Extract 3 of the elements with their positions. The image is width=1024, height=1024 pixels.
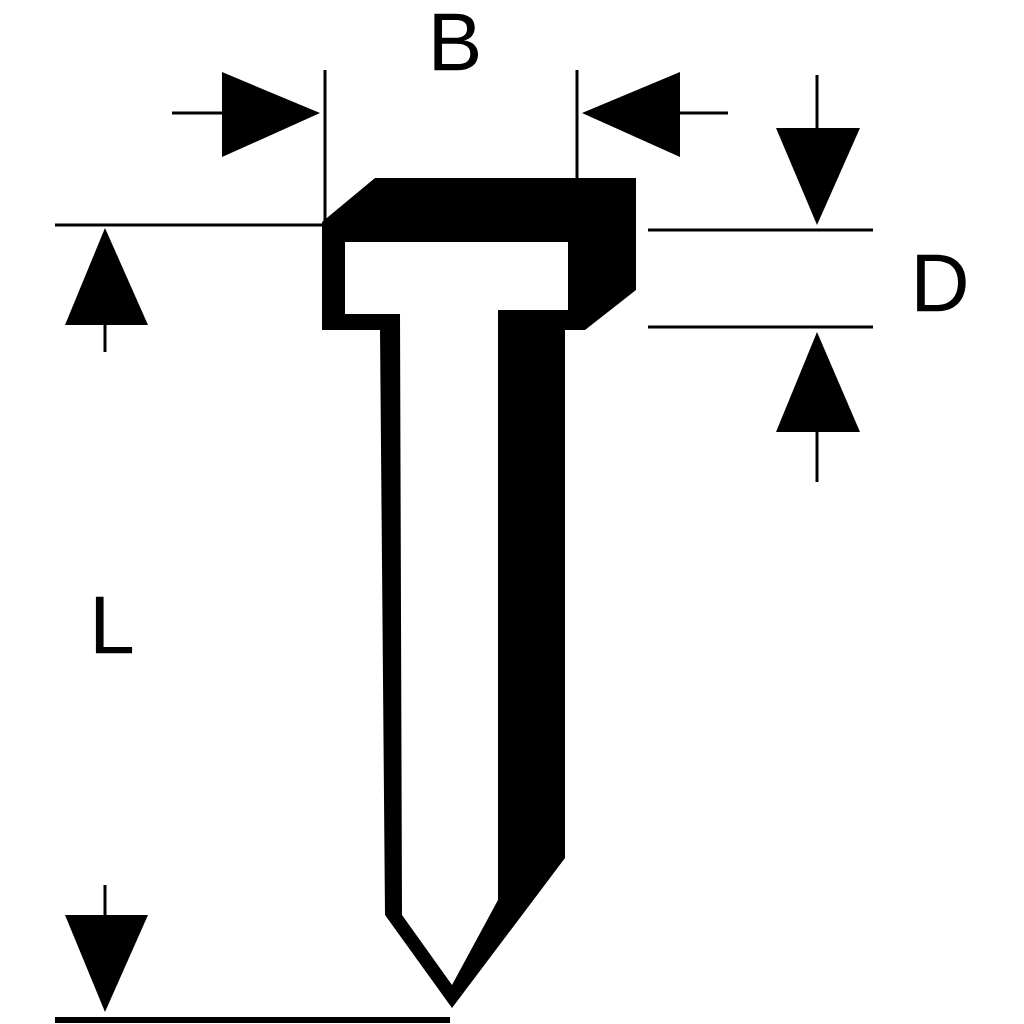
dimension-label: L: [95, 596, 133, 654]
dimension-label: D: [917, 254, 966, 312]
dimension-label: B: [434, 13, 478, 71]
